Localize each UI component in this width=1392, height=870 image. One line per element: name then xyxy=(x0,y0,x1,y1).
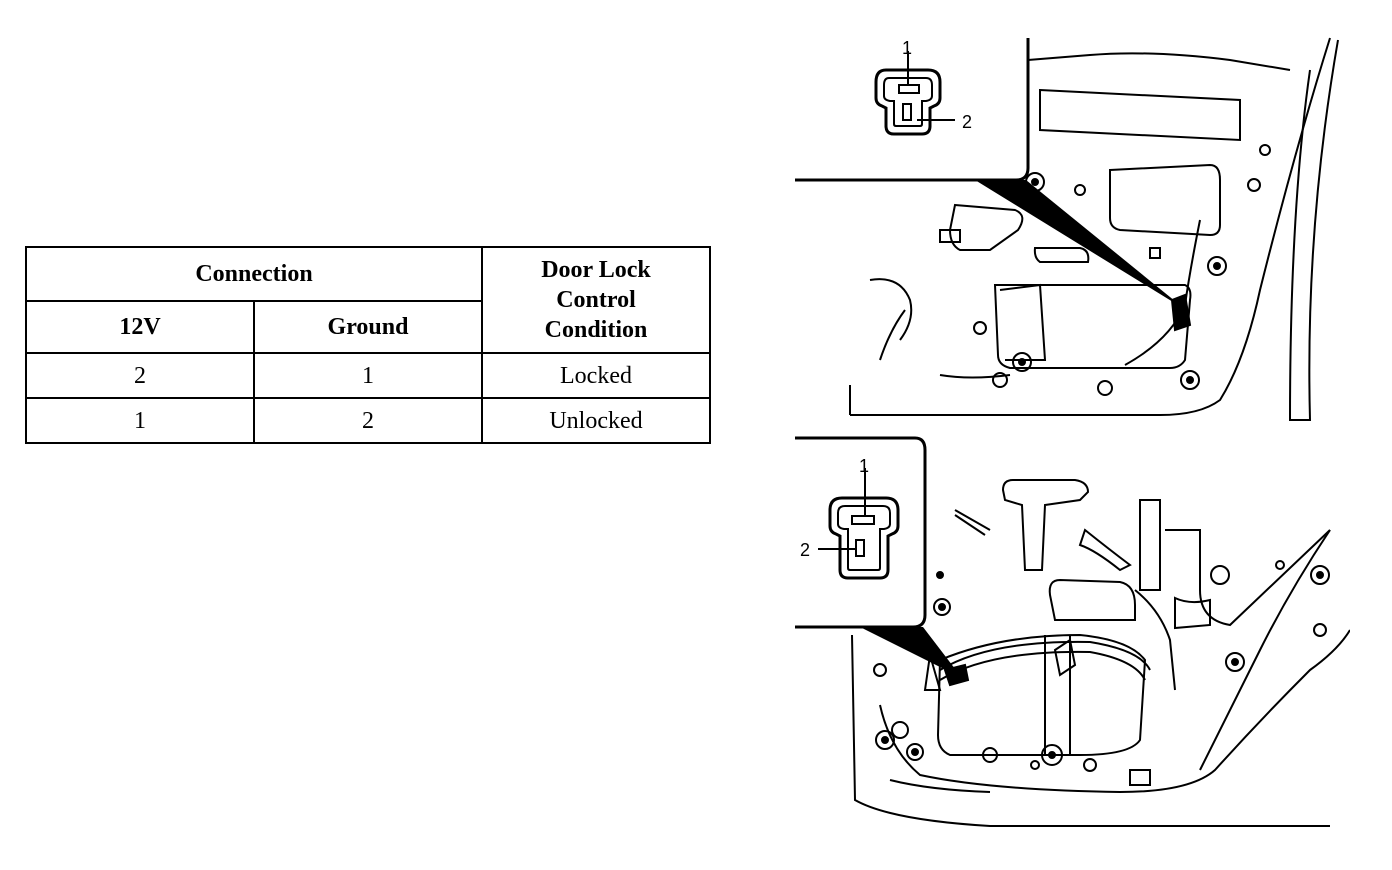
rear-connector-callout-pointer xyxy=(860,627,962,678)
front-pin-2-label: 2 xyxy=(962,112,972,132)
front-pin-1-label: 1 xyxy=(902,38,912,58)
door-lock-connection-table: Connection Door Lock Control Condition 1… xyxy=(25,246,711,444)
condition-header-line-3: Condition xyxy=(544,317,648,343)
condition-header: Door Lock Control Condition xyxy=(481,246,711,354)
cell-ground: 2 xyxy=(253,397,483,444)
door-wiring-diagram: 1 2 1 2 xyxy=(795,37,1350,827)
table-row: 1 2 Unlocked xyxy=(25,397,711,444)
condition-header-line-2: Control xyxy=(556,287,636,313)
rear-connector-icon xyxy=(818,468,900,580)
connection-header: Connection xyxy=(25,246,483,302)
rear-pin-2-label: 2 xyxy=(800,540,810,560)
rear-pin-1-label: 1 xyxy=(859,456,869,476)
cell-ground: 1 xyxy=(253,352,483,399)
cell-condition: Locked xyxy=(481,352,711,399)
table-row: 2 1 Locked xyxy=(25,352,711,399)
front-connector-icon xyxy=(874,51,955,136)
condition-header-line-1: Door Lock xyxy=(541,257,651,283)
col-ground-header: Ground xyxy=(253,300,483,354)
col-12v-header: 12V xyxy=(25,300,255,354)
cell-condition: Unlocked xyxy=(481,397,711,444)
cell-12v: 1 xyxy=(25,397,255,444)
front-connector-callout-pointer xyxy=(975,180,1186,310)
cell-12v: 2 xyxy=(25,352,255,399)
